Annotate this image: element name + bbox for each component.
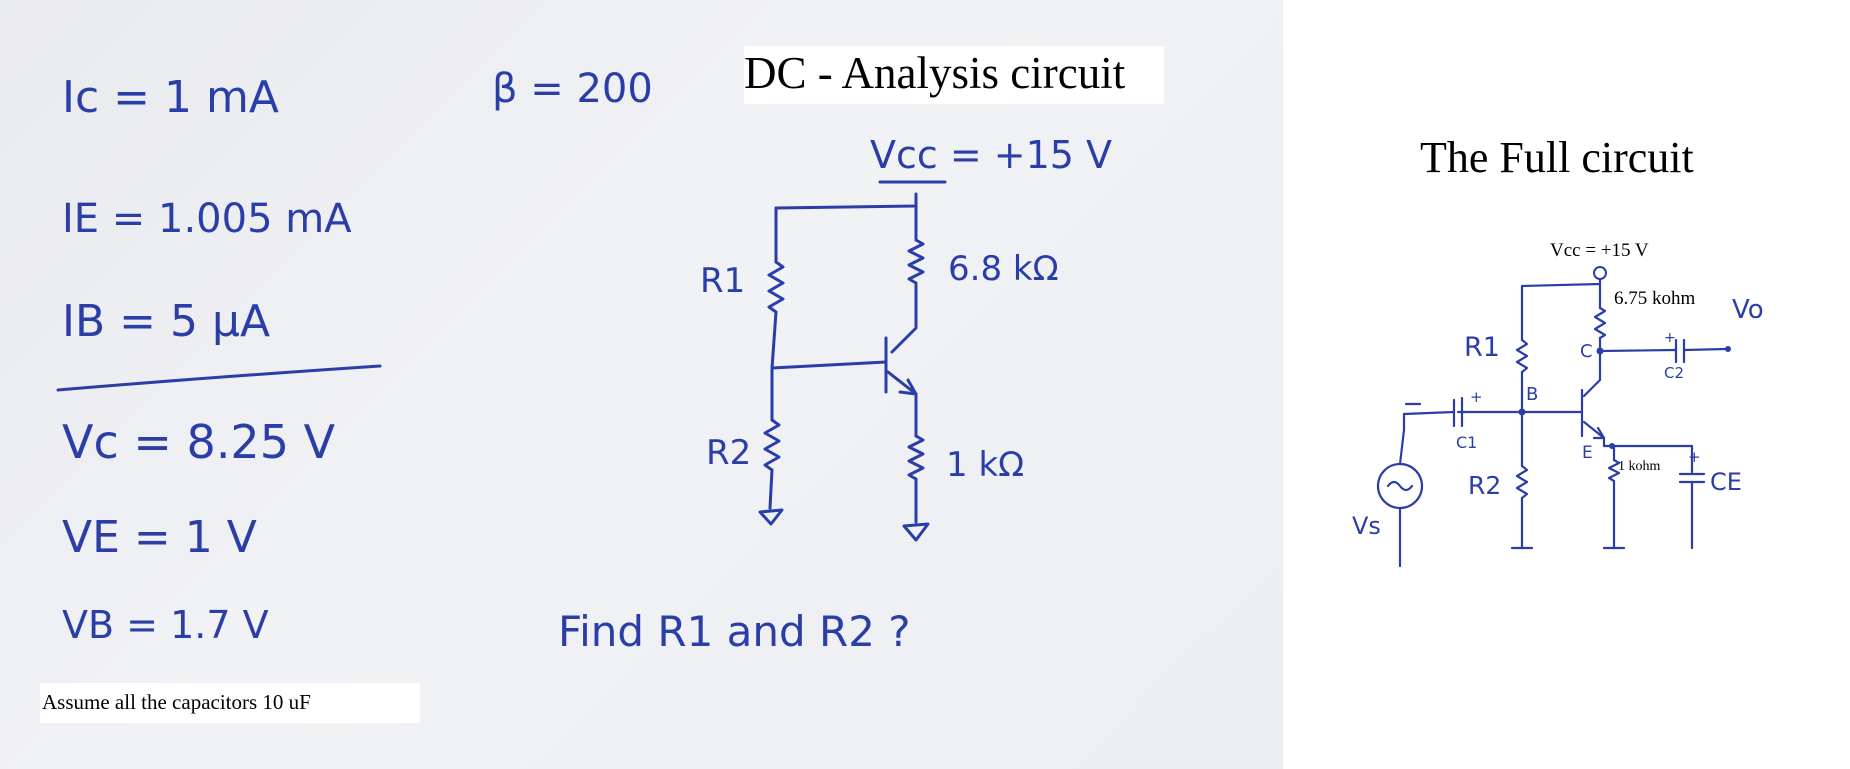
- full-rc-label: 6.75 kohm: [1614, 288, 1696, 309]
- dc-r2-resistor: [763, 418, 781, 472]
- full-re-resistor: [1607, 458, 1621, 483]
- full-ce-capacitor: [1678, 472, 1706, 484]
- dc-re-resistor: [907, 434, 925, 481]
- full-ce-plus: +: [1688, 448, 1701, 466]
- dc-title: DC - Analysis circuit: [744, 48, 1126, 98]
- ic-note: Ic = 1 mA: [62, 72, 279, 123]
- full-c1-plus: +: [1470, 388, 1483, 406]
- full-c1-label: C1: [1456, 433, 1477, 452]
- full-node-e: E: [1582, 443, 1593, 463]
- capacitors-note-box: [40, 683, 420, 723]
- full-output-terminal-icon: [1725, 346, 1731, 352]
- dc-title-box: [744, 46, 1164, 104]
- full-vcc-label: Vcc = +15 V: [1550, 240, 1649, 261]
- full-source-wires: [1398, 428, 1406, 568]
- full-r1-resistor: [1515, 338, 1529, 374]
- dc-r2-label: R2: [706, 433, 751, 473]
- dc-r1-wire-bottom: [770, 310, 778, 370]
- full-c2-plus: +: [1664, 330, 1676, 346]
- dc-rc-label: 6.8 kΩ: [948, 249, 1059, 289]
- full-c2-wire-left: [1598, 348, 1678, 353]
- dc-r2-wire-bottom: [768, 468, 774, 510]
- ib-note: IB = 5 μA: [62, 296, 270, 347]
- dc-re-ground-icon: [902, 522, 930, 542]
- dc-rc-resistor: [907, 238, 925, 285]
- dc-vcc-label: Vcc = +15 V: [870, 133, 1112, 177]
- full-vcc-terminal-icon: [1593, 266, 1607, 280]
- full-rc-resistor: [1593, 306, 1607, 340]
- dc-transistor-emitter-leg: [886, 370, 918, 396]
- full-node-b: B: [1526, 384, 1538, 405]
- full-source-sine-icon: [1386, 480, 1414, 492]
- ve-note: VE = 1 V: [62, 512, 257, 563]
- full-c2-capacitor: [1674, 338, 1686, 364]
- dc-base-wire: [770, 360, 888, 370]
- full-c2-wire-right: [1682, 347, 1728, 352]
- full-c1-wire-left: [1402, 410, 1456, 416]
- full-r2-resistor: [1515, 464, 1529, 500]
- full-emitter-wire: [1602, 436, 1694, 474]
- full-vo-label: Vo: [1732, 295, 1764, 325]
- beta-value: β = 200: [492, 66, 653, 112]
- full-re-label: 1 kohm: [1618, 459, 1661, 474]
- capacitors-note: Assume all the capacitors 10 uF: [42, 690, 311, 714]
- full-c2-label: C2: [1664, 364, 1684, 382]
- ie-note: IE = 1.005 mA: [62, 196, 352, 242]
- dc-r2-ground-icon: [758, 508, 784, 526]
- dc-collector-wire: [890, 281, 918, 354]
- full-transistor-emitter-leg: [1582, 420, 1606, 440]
- full-vs-label: Vs: [1352, 512, 1381, 540]
- full-r2-label: R2: [1468, 471, 1501, 500]
- full-node-c: C: [1580, 341, 1593, 362]
- full-r1-label: R1: [1464, 332, 1500, 363]
- dc-r1-label: R1: [700, 261, 745, 301]
- full-title: The Full circuit: [1420, 133, 1694, 182]
- dc-question: Find R1 and R2 ?: [558, 607, 911, 656]
- vc-note: Vc = 8.25 V: [62, 415, 336, 469]
- full-top-rail: [1520, 277, 1602, 288]
- paper-background: [0, 0, 1283, 769]
- full-ce-label: CE: [1710, 468, 1742, 496]
- dc-re-label: 1 kΩ: [946, 445, 1024, 485]
- full-c1-capacitor: [1452, 396, 1464, 428]
- dc-r1-resistor: [767, 260, 785, 314]
- dc-top-rail: [774, 192, 918, 210]
- vb-note: VB = 1.7 V: [62, 603, 269, 647]
- separator-line: [56, 364, 382, 392]
